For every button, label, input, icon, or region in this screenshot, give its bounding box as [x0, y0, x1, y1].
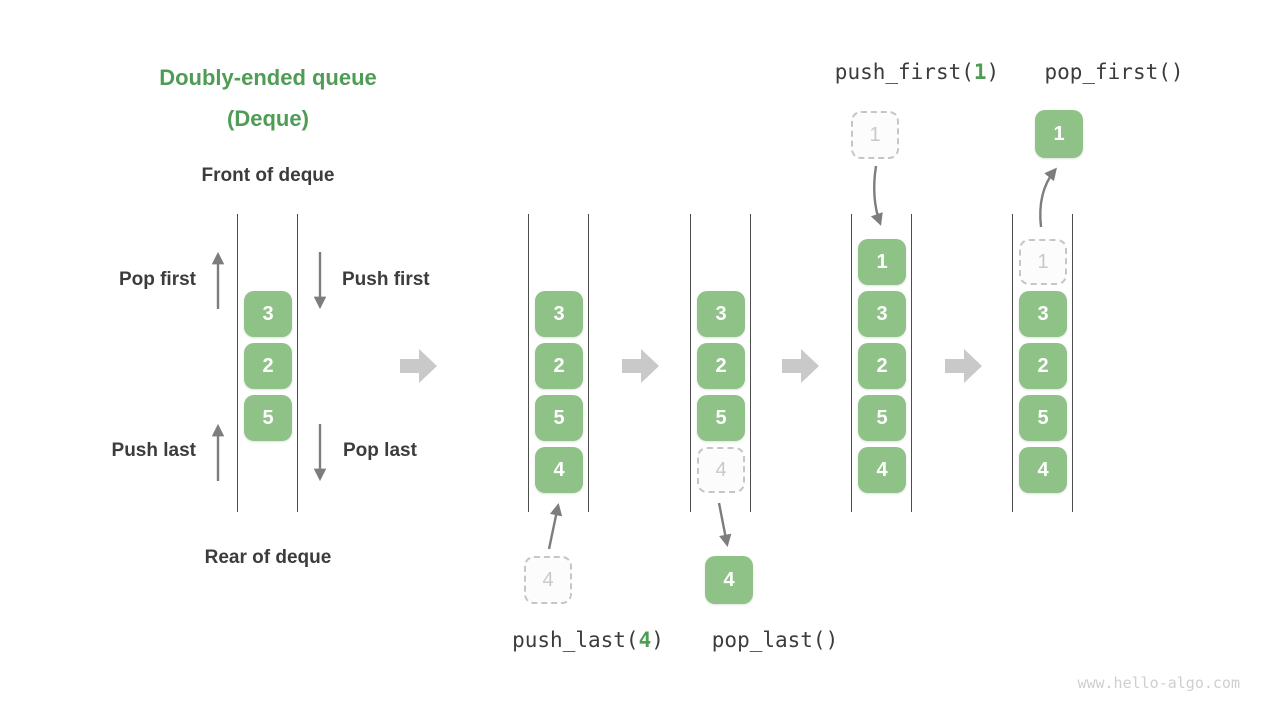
push-first-code-post: ) — [986, 60, 1000, 84]
pop-first-label: Pop first — [118, 269, 196, 290]
deque-item: 3 — [858, 291, 906, 337]
deque-item: 5 — [858, 395, 906, 441]
push-last-code-label: push_last(4) — [488, 628, 688, 652]
push-last-code-post: ) — [651, 628, 664, 652]
incoming-item-4: 4 — [524, 556, 572, 604]
deque-item: 3 — [697, 291, 745, 337]
deque-item: 3 — [535, 291, 583, 337]
push-first-label: Push first — [342, 269, 430, 290]
deque-item: 5 — [244, 395, 292, 441]
deque-item: 2 — [535, 343, 583, 389]
pop-first-code-label: pop_first() — [1044, 60, 1184, 84]
deque-item: 3 — [1019, 291, 1067, 337]
step-arrow-3 — [782, 349, 819, 383]
push-last-code-pre: push_last( — [512, 628, 639, 652]
deque-column-after-push-last — [528, 214, 589, 512]
outgoing-item-1: 1 — [1035, 110, 1083, 158]
step-arrow-2 — [622, 349, 659, 383]
pop-last-label: Pop last — [343, 440, 417, 461]
deque-column-after-pop-first — [1012, 214, 1073, 512]
deque-item: 2 — [1019, 343, 1067, 389]
deque-column-after-push-first — [851, 214, 912, 512]
deque-column-after-pop-last — [690, 214, 751, 512]
push-first-code-label: push_first(1) — [817, 60, 1017, 84]
deque-item: 5 — [535, 395, 583, 441]
push-first-code-pre: push_first( — [834, 60, 974, 84]
deque-item: 2 — [697, 343, 745, 389]
diagram-title-line2: (Deque) — [227, 106, 309, 131]
step-arrow-1 — [400, 349, 437, 383]
ghost-item-1: 1 — [1019, 239, 1067, 285]
deque-item: 4 — [535, 447, 583, 493]
push-first-code-arg: 1 — [973, 60, 987, 84]
diagram-title: Doubly-ended queue (Deque) — [118, 57, 418, 139]
push-last-code-arg: 4 — [638, 628, 652, 652]
deque-item: 4 — [1019, 447, 1067, 493]
push-last-label: Push last — [111, 440, 196, 461]
deque-item: 3 — [244, 291, 292, 337]
deque-column-main — [237, 214, 298, 512]
deque-item: 4 — [858, 447, 906, 493]
front-of-deque-label: Front of deque — [201, 165, 335, 186]
ghost-item-4: 4 — [697, 447, 745, 493]
diagram-title-line1: Doubly-ended queue — [159, 65, 377, 90]
outgoing-item-4: 4 — [705, 556, 753, 604]
pop-last-code-label: pop_last() — [711, 628, 839, 652]
push-last-flow-arrow — [547, 502, 563, 550]
deque-item: 5 — [697, 395, 745, 441]
deque-item: 1 — [858, 239, 906, 285]
incoming-item-1: 1 — [851, 111, 899, 159]
step-arrow-4 — [945, 349, 982, 383]
deque-item: 5 — [1019, 395, 1067, 441]
deque-item: 2 — [858, 343, 906, 389]
deque-item: 2 — [244, 343, 292, 389]
rear-of-deque-label: Rear of deque — [204, 547, 332, 568]
watermark: www.hello-algo.com — [1077, 674, 1240, 692]
